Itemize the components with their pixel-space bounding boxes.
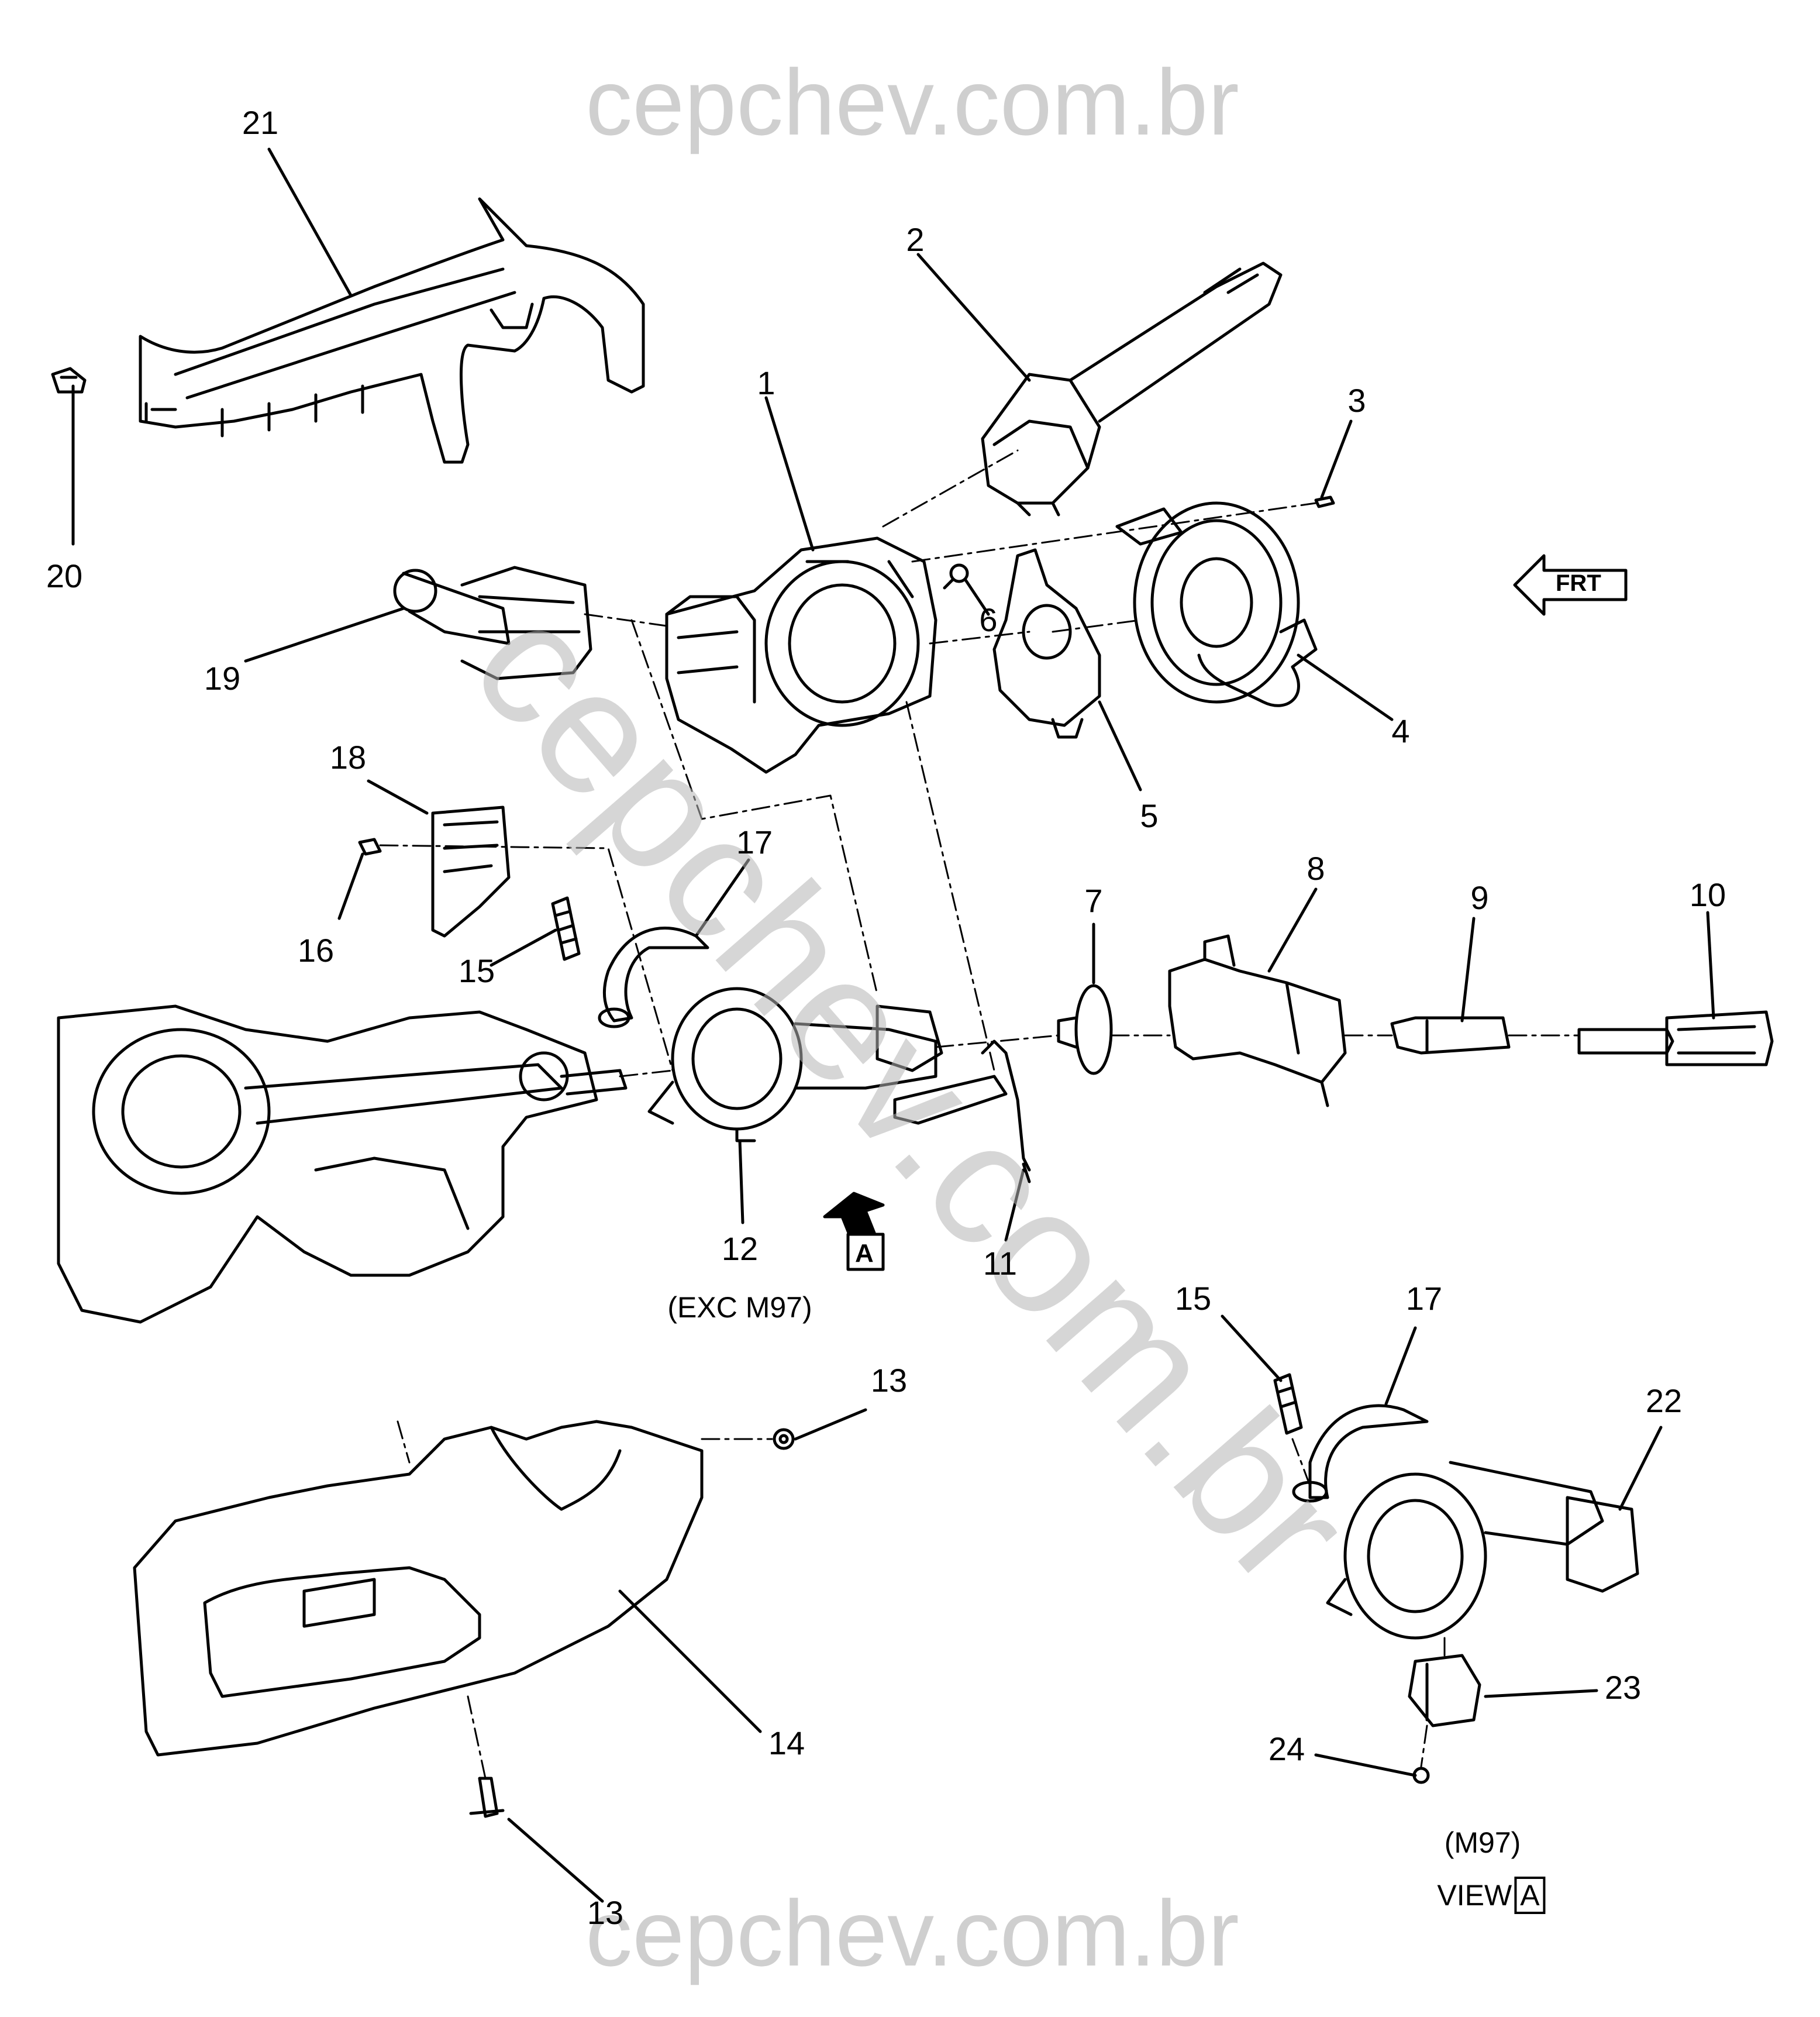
view-a-label-box [846,1233,885,1271]
stud-15-upper [551,896,581,961]
callout-14: 14 [768,1725,805,1761]
clockspring-4 [1115,501,1318,707]
wiper-switch-2 [981,261,1283,517]
callout-11: 11 [983,1245,1018,1282]
callout-15-lower: 15 [1174,1280,1212,1317]
assembly-centerlines [379,449,1580,1779]
callout-12: 12 [721,1230,759,1267]
callout-20: 20 [46,557,83,594]
steering-column [57,1004,628,1324]
view-label: VIEW [1437,1879,1512,1912]
callout-1: 1 [757,364,775,401]
screw-16 [358,838,382,856]
clip-20 [51,367,87,394]
screw-6 [943,563,969,590]
callout-16: 16 [297,932,335,969]
lower-trim-cover-14 [133,1420,704,1757]
upper-trim-cover-21 [139,197,645,464]
callout-21: 21 [242,104,279,141]
callout-24: 24 [1268,1730,1305,1767]
screw-13-lower [469,1777,505,1818]
front-arrow-icon [1513,554,1628,616]
callout-10: 10 [1689,876,1726,913]
view-letter-box: A [1514,1877,1546,1914]
callout-13-upper: 13 [870,1362,908,1399]
view-a-arrow-letter: A [855,1239,874,1268]
front-label: FRT [1556,570,1601,596]
connector-module-18 [431,806,511,938]
switch-housing-1 [665,536,937,774]
screw-3 [1314,495,1335,508]
retainer-ring-7 [1057,984,1113,1075]
lock-cylinder-9 [1390,1016,1511,1055]
lock-housing-8 [1168,934,1347,1107]
wire-harness-11 [893,1040,1031,1183]
bracket-17-lower [1292,1404,1429,1503]
callout-23: 23 [1604,1669,1642,1706]
callout-19: 19 [204,660,241,697]
note-m97: (M97) [1444,1826,1521,1859]
callout-4: 4 [1391,713,1410,749]
callout-3: 3 [1347,382,1366,419]
callout-17-upper: 17 [736,824,773,861]
callout-9: 9 [1470,879,1489,916]
callout-15-upper: 15 [458,952,495,989]
leader-lines [71,147,1715,1903]
turn-signal-switch-19 [393,566,592,680]
screw-13-upper [773,1428,795,1450]
callout-22: 22 [1645,1382,1683,1419]
note-exc-m97: (EXC M97) [667,1291,812,1324]
bracket-17-upper [598,927,709,1028]
steering-angle-sensor-5 [992,548,1101,739]
callout-18: 18 [329,739,367,776]
module-23 [1408,1654,1481,1727]
watermark-bottom: cepchev.com.br [585,1881,1239,1985]
ignition-switch-12 [647,987,943,1142]
key-10 [1577,1010,1774,1066]
stud-15-lower [1273,1373,1303,1435]
callout-5: 5 [1140,797,1159,834]
watermark-top: cepchev.com.br [585,50,1239,154]
callout-6: 6 [979,601,998,638]
callout-17-lower: 17 [1405,1280,1443,1317]
callout-2: 2 [906,221,925,258]
callout-13-lower: 13 [587,1894,624,1931]
callout-7: 7 [1084,882,1103,919]
callout-8: 8 [1307,850,1325,887]
